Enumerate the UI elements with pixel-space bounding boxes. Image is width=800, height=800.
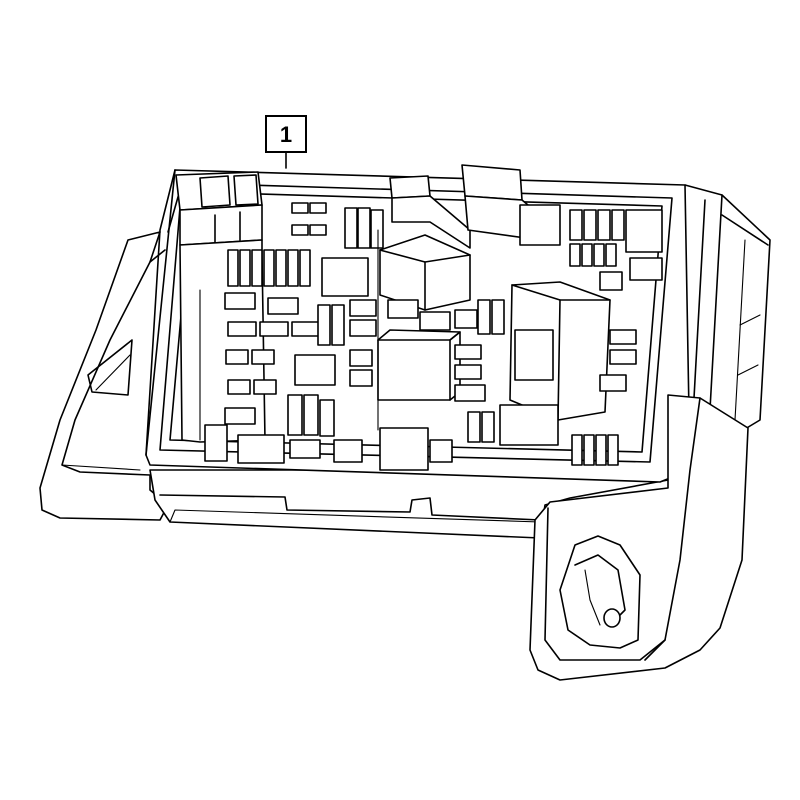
fuse-cluster-upper-right bbox=[569, 209, 663, 291]
relay-right-tall bbox=[509, 281, 637, 421]
fuse-row-bottom bbox=[204, 394, 619, 471]
fuse-row-top bbox=[291, 202, 384, 249]
relay-center bbox=[294, 329, 486, 402]
part-callout-1: 1 bbox=[265, 115, 307, 169]
relay-top-center bbox=[389, 164, 561, 249]
left-mounting-bracket bbox=[39, 231, 169, 521]
callout-box bbox=[265, 115, 307, 153]
relay-center-left bbox=[379, 234, 471, 311]
fuse-column-middle bbox=[317, 299, 505, 346]
right-mounting-tab bbox=[529, 394, 749, 681]
internal-components bbox=[175, 164, 663, 471]
callout-label: 1 bbox=[280, 122, 292, 147]
